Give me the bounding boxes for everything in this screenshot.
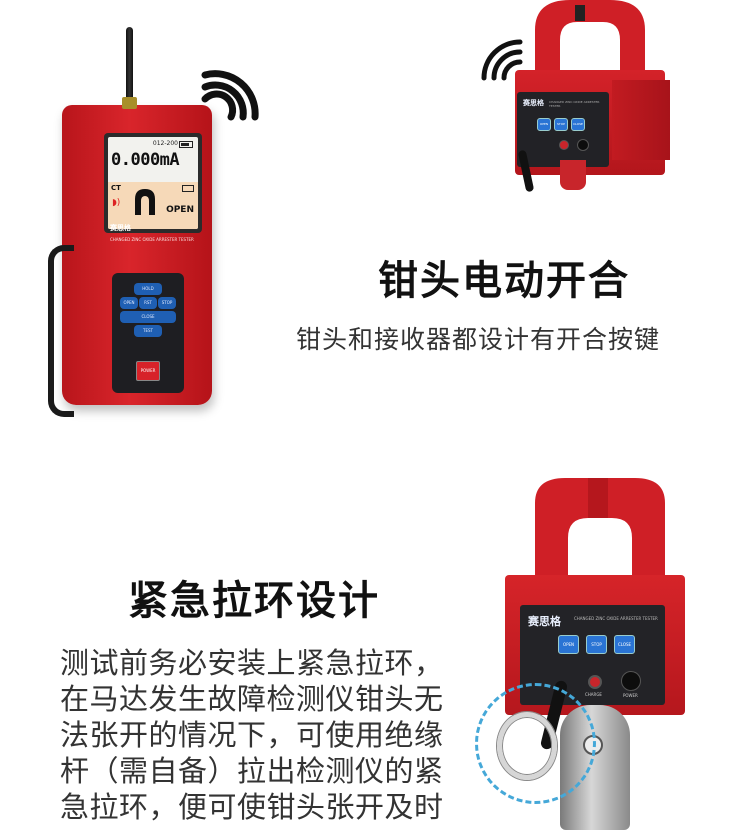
key-open[interactable]: OPEN: [120, 297, 138, 309]
charge-label: CHARGE: [585, 692, 602, 697]
clamp-jaw-bottom: [535, 478, 665, 583]
receiver-screen: 012-200 0.000mA CT ◗) OPEN: [108, 137, 198, 229]
clamp-side-top: [612, 80, 670, 160]
clamp-panel-top: 赛思格 CHANGED ZINC OXIDE ARRESTER TESTER O…: [517, 92, 609, 167]
battery-icon-2: [182, 185, 194, 192]
receiver-keypad: HOLD OPEN RST STOP CLOSE TEST POWER: [112, 273, 184, 393]
clamp-top-open-button[interactable]: OPEN: [537, 118, 551, 131]
power-button[interactable]: POWER: [136, 361, 160, 381]
receiver-brand: 赛思格: [110, 224, 131, 232]
paragraph-line: 在马达发生故障检测仪钳头无: [60, 682, 444, 716]
hand-strap: [48, 245, 74, 417]
ct-label: CT: [111, 184, 121, 192]
pull-ring-highlight: [475, 683, 596, 804]
paragraph-line: 杆（需自备）拉出检测仪的紧: [60, 754, 444, 788]
clamp-bottom-open-button[interactable]: OPEN: [558, 635, 579, 654]
clamp-top-close-button[interactable]: CLOSE: [571, 118, 585, 131]
clamp-bottom-brand: 赛思格: [528, 615, 561, 628]
antenna-base: [122, 97, 137, 109]
clamp-top-power-knob[interactable]: [577, 139, 589, 151]
wireless-icon: ◗): [112, 198, 121, 208]
key-hold[interactable]: HOLD: [134, 283, 162, 295]
wireless-signal-icon: [195, 55, 265, 125]
key-rst[interactable]: RST: [139, 297, 157, 309]
key-test[interactable]: TEST: [134, 325, 162, 337]
battery-icon: [179, 141, 193, 148]
clamp-open-icon: [135, 189, 155, 215]
charge-port: [588, 675, 602, 689]
section1-subtitle: 钳头和接收器都设计有开合按键: [296, 325, 661, 354]
receiver-model: CHANGED ZINC OXIDE ARRESTER TESTER: [110, 237, 194, 242]
wireless-signal-icon-clamp: [480, 38, 525, 83]
clamp-bottom-close-button[interactable]: CLOSE: [614, 635, 635, 654]
antenna: [126, 27, 133, 107]
key-stop[interactable]: STOP: [158, 297, 176, 309]
handheld-receiver-image: 012-200 0.000mA CT ◗) OPEN 赛思格 CHANGED Z…: [48, 27, 212, 417]
section1-title: 钳头电动开合: [378, 258, 630, 304]
section2-paragraph: 测试前务必安装上紧急拉环， 在马达发生故障检测仪钳头无 法张开的情况下，可使用绝…: [60, 645, 470, 825]
clamp-top-hook: [560, 160, 586, 190]
clamp-top-stop-button[interactable]: STOP: [554, 118, 568, 131]
paragraph-line: 急拉环，便可使钳头张开及时: [60, 790, 444, 824]
clamp-top-charge-port: [559, 140, 569, 150]
clamp-jaw-top: [535, 0, 645, 78]
clamp-bottom-model: CHANGED ZINC OXIDE ARRESTER TESTER: [574, 616, 658, 621]
clamp-top-brand: 赛思格: [523, 99, 544, 107]
status-panel: CT ◗) OPEN: [108, 182, 198, 229]
power-label: POWER: [623, 693, 638, 698]
power-knob[interactable]: [621, 671, 641, 691]
section2-title: 紧急拉环设计: [128, 578, 380, 624]
status-text: OPEN: [166, 205, 194, 215]
clamp-top-model: CHANGED ZINC OXIDE ARRESTER TESTER: [549, 100, 600, 108]
paragraph-line: 测试前务必安装上紧急拉环，: [60, 646, 444, 680]
screen-code: 012-200: [152, 140, 178, 147]
current-reading: 0.000mA: [111, 150, 180, 170]
clamp-bottom-stop-button[interactable]: STOP: [586, 635, 607, 654]
key-close[interactable]: CLOSE: [120, 311, 176, 323]
paragraph-line: 法张开的情况下，可使用绝缘: [60, 718, 444, 752]
